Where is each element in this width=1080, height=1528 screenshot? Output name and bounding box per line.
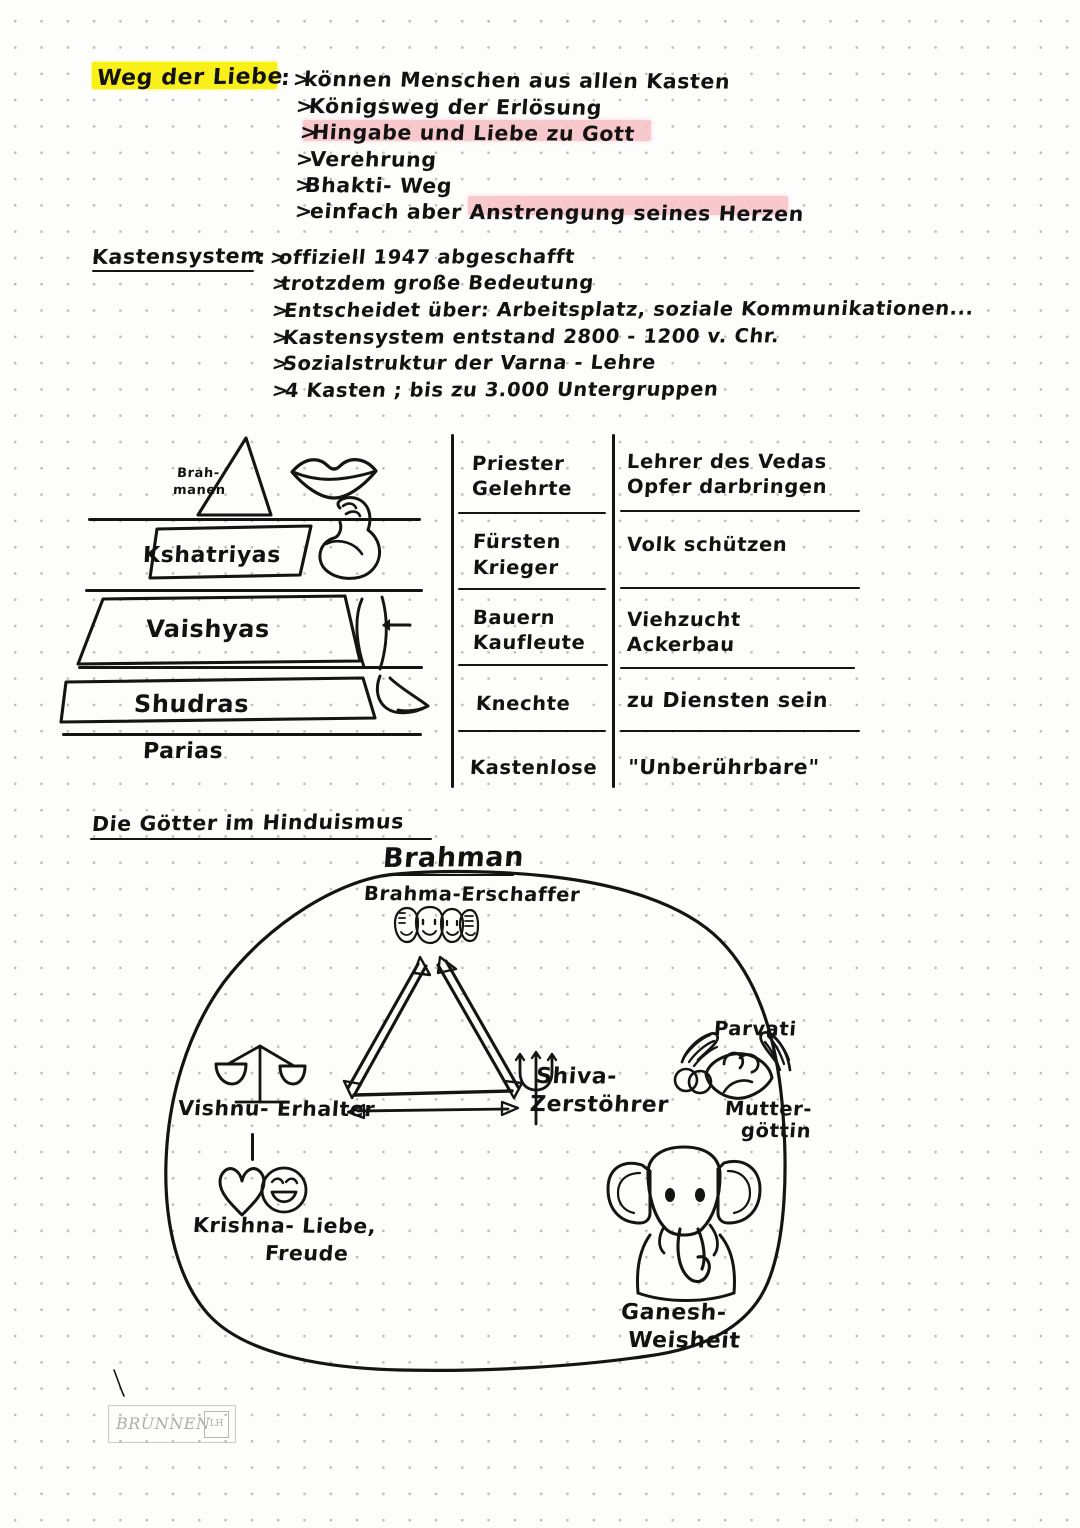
brunnen-wordmark: BRUNNEN <box>116 1414 211 1433</box>
deity-label-krishna: Krishna- Liebe, <box>192 1213 378 1239</box>
list-item: Entscheidet über: Arbeitsplatz, soziale … <box>282 296 976 323</box>
caste-label-kshatriyas: Kshatriyas <box>142 543 282 568</box>
pyramid-divider <box>85 589 423 592</box>
list-item: Verehrung <box>309 147 438 172</box>
goetter-heading-underline <box>90 838 432 841</box>
deity-label-parvati-2: Mutter- <box>724 1097 813 1121</box>
pyramid-divider <box>88 518 421 521</box>
table-column-divider-2 <box>612 434 615 788</box>
list-item: 4 Kasten ; bis zu 3.000 Untergruppen <box>283 377 720 403</box>
deity-label-shiva: Shiva- <box>535 1064 618 1090</box>
pyramid-divider <box>62 733 422 736</box>
trimurti-arrow-triangle <box>342 955 524 1120</box>
kastensystem-heading-colon: : <box>256 244 267 270</box>
weg-der-liebe-heading-colon: : <box>280 65 292 92</box>
table-cell: Gelehrte <box>471 477 573 500</box>
deity-label-vishnu: Vishnu- Erhalter <box>177 1096 377 1122</box>
table-row-divider <box>458 664 608 666</box>
table-row-divider <box>620 510 860 512</box>
goetter-heading: Die Götter im Hinduismus <box>91 809 406 837</box>
list-item: Kastensystem entstand 2800 - 1200 v. Chr… <box>281 324 781 350</box>
table-cell: Opfer darbringen <box>626 475 828 498</box>
table-cell: Bauern <box>472 606 556 629</box>
table-cell: "Unberührbare" <box>627 755 821 779</box>
vishnu-krishna-connector <box>251 1133 254 1161</box>
four-faces-icon <box>393 905 480 945</box>
deity-label-parvati: Parvati <box>713 1017 798 1041</box>
scales-icon <box>214 1044 307 1104</box>
deity-label-ganesh-2: Weisheit <box>627 1328 742 1354</box>
table-cell: Volk schützen <box>626 533 788 556</box>
trident-icon <box>514 1050 558 1126</box>
table-cell: Krieger <box>472 556 560 579</box>
list-item: Hingabe und Liebe zu Gott <box>311 120 636 146</box>
caste-label-parias: Parias <box>142 739 224 764</box>
caste-label-brahmanen-2: manen <box>172 483 227 498</box>
list-item: können Menschen aus allen Kasten <box>303 67 732 94</box>
table-row-divider <box>458 512 606 514</box>
table-cell: Lehrer des Vedas <box>626 450 828 473</box>
table-column-divider-1 <box>451 434 454 788</box>
table-cell: Ackerbau <box>626 633 736 656</box>
brahma-erschaffer-label: Brahma-Erschaffer <box>363 882 582 907</box>
flexed-arm-icon <box>318 496 381 580</box>
mother-goddess-icon <box>673 1031 792 1100</box>
lips-icon <box>290 458 378 500</box>
table-row-divider <box>458 588 606 590</box>
brahman-title: Brahman <box>381 841 526 875</box>
list-item: Königsweg der Erlösung <box>308 94 604 120</box>
table-row-divider <box>458 730 606 732</box>
table-cell: Kaufleute <box>472 631 586 654</box>
list-item: offiziell 1947 abgeschafft <box>277 244 577 270</box>
caste-label-vaishyas: Vaishyas <box>145 615 271 643</box>
stray-pencil-mark <box>113 1369 125 1397</box>
pyramid-divider <box>78 666 423 669</box>
table-cell: Priester <box>471 452 566 475</box>
deity-label-ganesh: Ganesh- <box>620 1300 728 1326</box>
table-cell: Fürsten <box>472 530 562 553</box>
kastensystem-heading: Kastensystem <box>91 243 264 270</box>
table-cell: Kastenlose <box>469 756 598 779</box>
thigh-icon <box>355 595 412 671</box>
list-item: trotzdem große Bedeutung <box>279 270 596 296</box>
deity-label-parvati-3: göttin <box>740 1119 813 1143</box>
table-cell: zu Diensten sein <box>626 688 829 712</box>
brahman-boundary-blob <box>164 869 787 1372</box>
foot-icon <box>375 674 430 715</box>
pyramid-shapes <box>59 436 377 724</box>
brunnen-brand-stamp: BRUNNEN LH <box>108 1405 236 1443</box>
brunnen-logo-mark: LH <box>204 1411 229 1438</box>
elephant-icon <box>606 1145 762 1302</box>
list-item: einfach aber Anstrengung seines Herzen <box>309 199 805 227</box>
caste-label-shudras: Shudras <box>133 690 250 718</box>
heart-smiley-icon <box>218 1166 308 1217</box>
table-cell: Knechte <box>475 692 572 715</box>
list-item: Bhakti- Weg <box>304 173 454 198</box>
caste-label-brahmanen-1: Brah- <box>176 466 221 481</box>
deity-label-krishna-2: Freude <box>264 1241 350 1266</box>
brahman-title-underline <box>382 874 514 877</box>
deity-label-shiva-2: Zerstöhrer <box>529 1092 670 1118</box>
table-row-divider <box>620 667 855 669</box>
kastensystem-heading-underline <box>92 270 254 273</box>
list-item: Sozialstruktur der Varna - Lehre <box>281 350 658 376</box>
table-row-divider <box>620 730 860 732</box>
table-row-divider <box>620 587 860 589</box>
table-cell: Viehzucht <box>626 608 742 631</box>
weg-der-liebe-heading: Weg der Liebe <box>96 64 284 92</box>
